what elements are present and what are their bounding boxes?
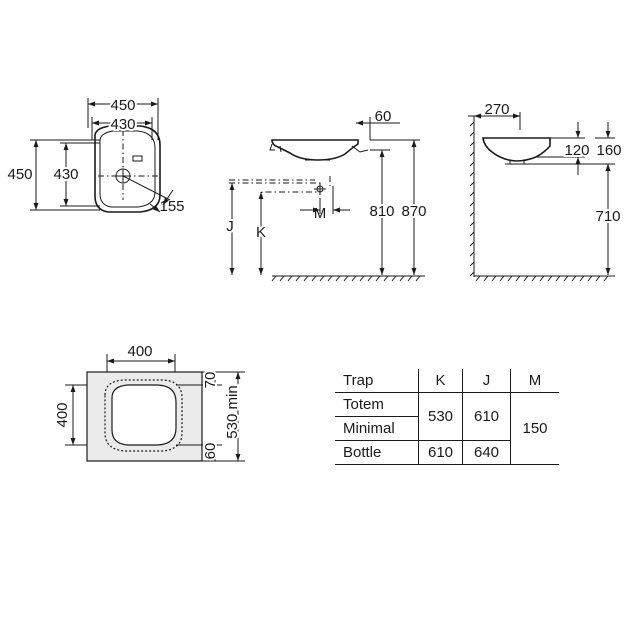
trap-k-value: 530 <box>418 392 463 441</box>
dim-outlet-height: 710 <box>595 208 620 225</box>
trap-table: Trap K J M Totem 530 610 150 Minimal Bot… <box>335 369 559 465</box>
cutout-shape <box>111 384 177 446</box>
trap-name: Minimal <box>335 416 419 441</box>
dim-trap-m: M <box>314 205 327 222</box>
table-row: Totem 530 610 150 <box>335 392 559 465</box>
floor-hatch <box>271 275 425 282</box>
dim-counter-depth: 530 min <box>224 385 241 438</box>
trap-k-value: 610 <box>418 440 463 465</box>
dim-bowl-depth-outer: 160 <box>596 142 621 159</box>
dim-outer-width: 450 <box>110 97 135 114</box>
basin-outline <box>94 125 161 213</box>
header-k: K <box>418 369 463 393</box>
basin-profile <box>271 139 359 161</box>
dim-front-margin: 70 <box>202 372 219 389</box>
basin-inner-outline <box>99 130 156 208</box>
trap-m-value: 150 <box>510 392 559 465</box>
dim-tap-offset: 155 <box>159 198 184 215</box>
header-j: J <box>462 369 511 393</box>
dim-outer-depth: 450 <box>7 166 32 183</box>
trap-name: Bottle <box>335 440 419 465</box>
table-row: Bottle 610 640 <box>335 440 559 465</box>
dim-rim-overhang: 60 <box>375 108 392 125</box>
dim-projection: 270 <box>484 101 509 118</box>
wall-hatch <box>469 116 475 277</box>
basin-rim-dotted <box>104 379 183 452</box>
trap-j-value: 610 <box>462 392 511 441</box>
dim-trap-k: K <box>256 224 266 241</box>
dim-inner-depth: 430 <box>53 166 78 183</box>
floor-hatch-2 <box>474 275 615 282</box>
section-view: 270 120 160 710 <box>468 101 624 282</box>
header-trap: Trap <box>335 369 419 393</box>
trap-j-value: 640 <box>462 440 511 465</box>
dim-cutout-width: 400 <box>127 343 152 360</box>
dim-back-margin: 60 <box>202 443 219 460</box>
cutout-view: 400 400 70 60 530 min <box>54 343 245 462</box>
dim-inner-width: 430 <box>110 116 135 133</box>
overflow-slot <box>132 155 143 162</box>
side-view: 60 J K M 810 870 <box>224 108 429 282</box>
dim-bowl-depth-inner: 120 <box>564 142 589 159</box>
dim-base-height: 810 <box>369 203 394 220</box>
dim-trap-j: J <box>226 218 234 235</box>
table-header-row: Trap K J M <box>335 369 559 393</box>
trap-outlet-icon <box>314 183 326 195</box>
top-view: 450 430 450 430 155 <box>5 95 184 215</box>
dim-cutout-depth: 400 <box>54 402 71 427</box>
trap-name: Totem <box>335 392 419 417</box>
header-m: M <box>510 369 559 393</box>
dim-rim-height: 870 <box>401 203 426 220</box>
basin-section <box>482 137 551 162</box>
